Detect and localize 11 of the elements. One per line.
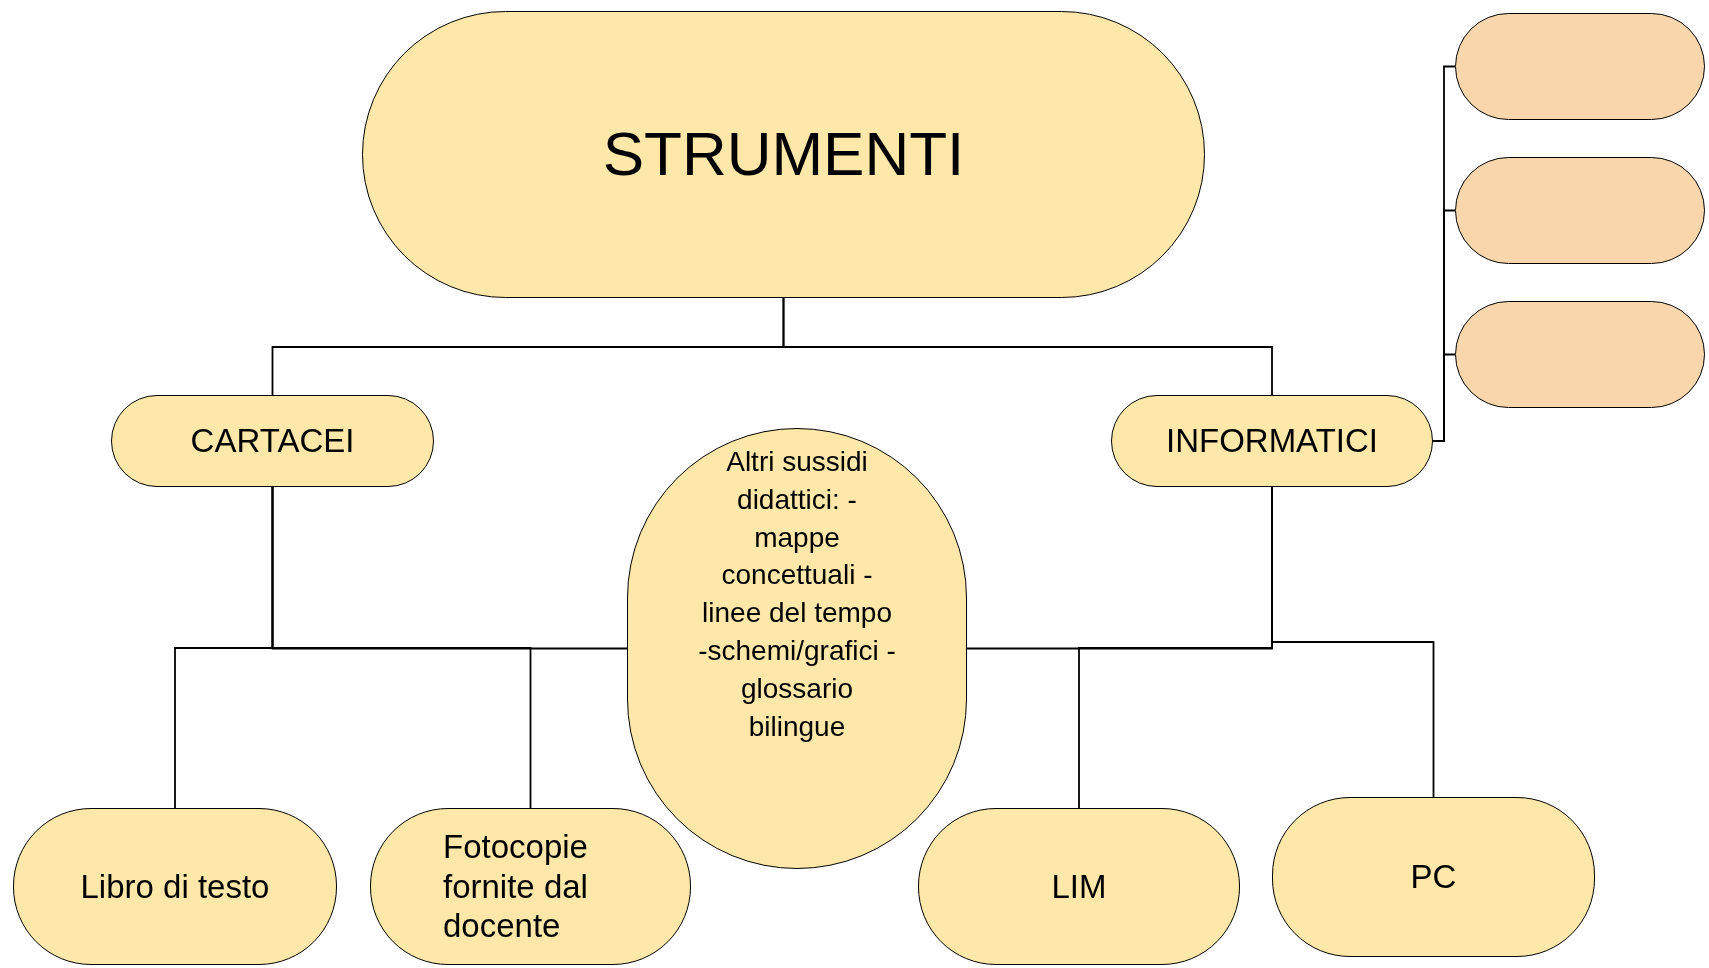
node-label: INFORMATICI — [1165, 421, 1378, 461]
node-label: CARTACEI — [190, 421, 355, 461]
connector-line — [782, 297, 1273, 396]
node-label: Fotocopie fornite dal docente — [443, 827, 589, 946]
node-label: PC — [1410, 857, 1457, 897]
node-label: Libro di testo — [80, 866, 270, 907]
node-label: Altri sussidi didattici: -mappe concettuali - linee del tempo -schemi/grafici -glossario bilingue — [697, 445, 897, 744]
connector-line — [1432, 353, 1456, 442]
node-label: STRUMENTI — [602, 118, 965, 191]
node-label: LIM — [1051, 866, 1107, 907]
connector-line — [271, 486, 628, 650]
